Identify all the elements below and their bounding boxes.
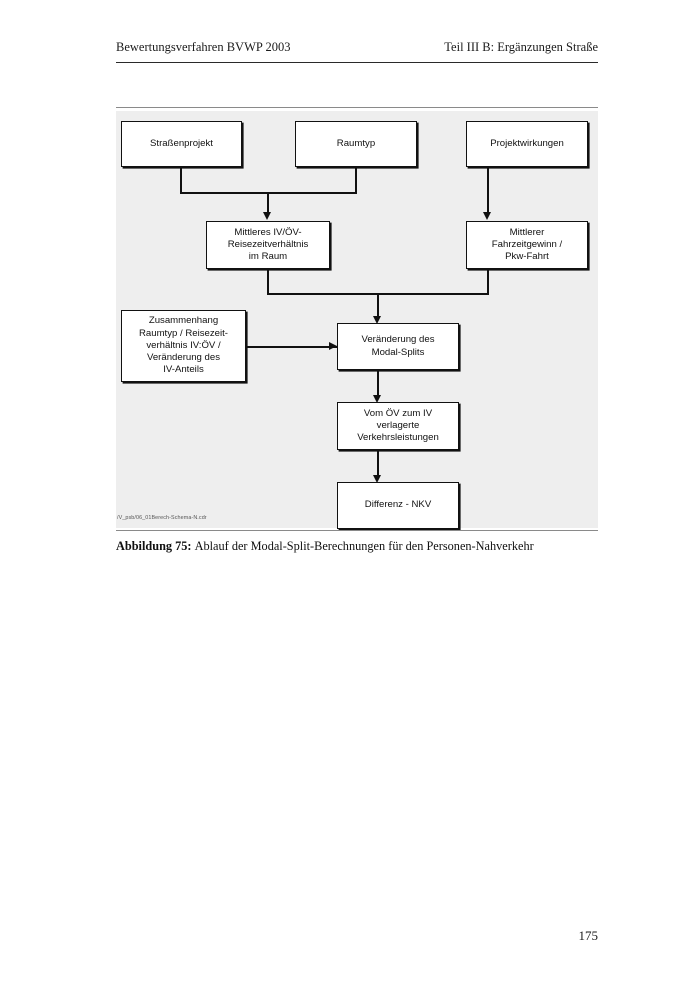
page-number: 175 — [578, 928, 599, 943]
figure-caption-text: Ablauf der Modal-Split-Berechnungen für … — [194, 539, 534, 553]
edge-zusammenhang-to-modalsplit — [246, 346, 339, 348]
node-verlagerte-verkehrsleistungen: Vom ÖV zum IV verlagerte Verkehrsleistun… — [337, 402, 459, 450]
node-modal-split: Veränderung des Modal-Splits — [337, 323, 459, 370]
running-head: Bewertungsverfahren BVWP 2003 Teil III B… — [116, 40, 598, 62]
edge-projektwirkungen-drop — [487, 167, 489, 213]
figure-top-rule — [116, 107, 598, 108]
node-verlagerte-verkehrsleistungen-label: Vom ÖV zum IV verlagerte Verkehrsleistun… — [357, 407, 439, 444]
arrowhead-to-mittlerer-fzg — [483, 212, 491, 220]
node-mittleres-iv-oev: Mittleres IV/ÖV- Reisezeitverhältnis im … — [206, 221, 330, 269]
node-projektwirkungen-label: Projektwirkungen — [490, 137, 564, 149]
arrowhead-to-mittleres — [263, 212, 271, 220]
running-head-right: Teil III B: Ergänzungen Straße — [444, 40, 598, 54]
node-mittlerer-fahrzeitgewinn-label: Mittlerer Fahrzeitgewinn / Pkw-Fahrt — [491, 226, 563, 263]
edge-raumtyp-drop — [355, 167, 357, 192]
node-mittlerer-fahrzeitgewinn: Mittlerer Fahrzeitgewinn / Pkw-Fahrt — [466, 221, 588, 269]
node-differenz-nkv-label: Differenz - NKV — [364, 499, 432, 511]
node-zusammenhang-label: Zusammenhang Raumtyp / Reisezeit- verhäl… — [138, 315, 229, 376]
node-projektwirkungen: Projektwirkungen — [466, 121, 588, 167]
arrowhead-zusammenhang — [329, 342, 337, 350]
figure-caption: Abbildung 75: Ablauf der Modal-Split-Ber… — [116, 539, 612, 554]
node-differenz-nkv: Differenz - NKV — [337, 482, 459, 529]
edge-mittleres-drop — [267, 269, 269, 293]
edge-verlagerte-drop — [377, 450, 379, 479]
node-raumtyp: Raumtyp — [295, 121, 417, 167]
edge-bus-to-modalsplit — [377, 293, 379, 320]
edge-bus-to-mittleres — [267, 192, 269, 213]
node-strassenprojekt: Straßenprojekt — [121, 121, 242, 167]
edge-mittlerer-fzg-drop — [487, 269, 489, 293]
figure-bottom-rule — [116, 530, 598, 531]
running-head-rule — [116, 62, 598, 63]
figure-caption-label: Abbildung 75: — [116, 539, 192, 553]
figure-source-file: /V_psb/06_01Berech-Schema-N.cdr — [117, 515, 207, 521]
edge-strassenprojekt-drop — [180, 167, 182, 192]
running-head-left: Bewertungsverfahren BVWP 2003 — [116, 40, 291, 54]
edge-modalsplit-drop — [377, 370, 379, 399]
node-modal-split-label: Veränderung des Modal-Splits — [361, 334, 435, 358]
node-zusammenhang: Zusammenhang Raumtyp / Reisezeit- verhäl… — [121, 310, 246, 382]
node-mittleres-iv-oev-label: Mittleres IV/ÖV- Reisezeitverhältnis im … — [227, 226, 309, 263]
arrowhead-to-verlagerte — [373, 395, 381, 403]
arrowhead-to-modalsplit — [373, 316, 381, 324]
figure-panel: Straßenprojekt Raumtyp Projektwirkungen … — [116, 111, 598, 529]
node-strassenprojekt-label: Straßenprojekt — [150, 137, 213, 149]
arrowhead-to-differenz — [373, 475, 381, 483]
node-raumtyp-label: Raumtyp — [336, 137, 376, 149]
